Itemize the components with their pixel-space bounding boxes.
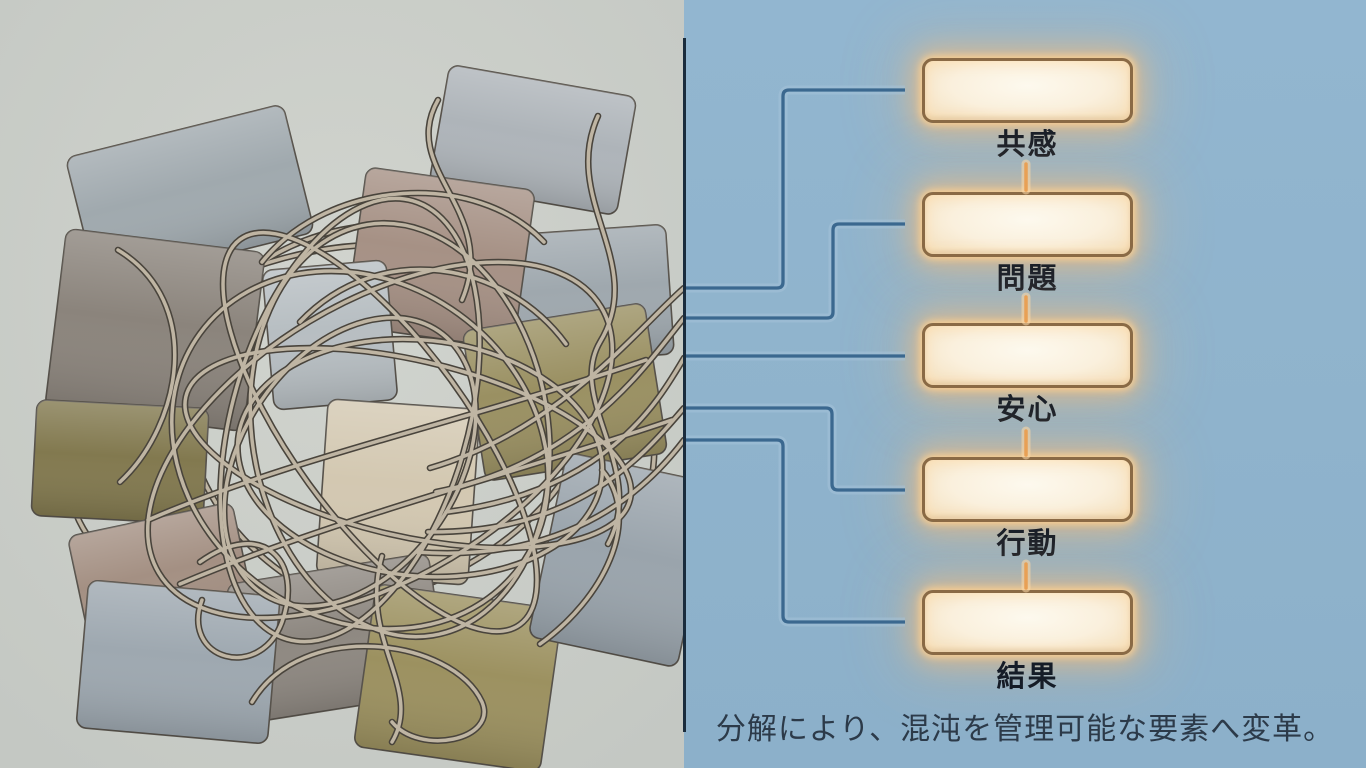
flow-diagram: 共感 問題 安心 行動 結果 分解により、混沌を管理可能な要素へ変革。	[684, 0, 1366, 768]
chaos-illustration-svg: .wo use{fill:none;stroke:#49443c;stroke-…	[0, 0, 684, 768]
flow-node-result	[922, 590, 1133, 655]
chaos-illustration: .wo use{fill:none;stroke:#49443c;stroke-…	[0, 0, 684, 768]
flow-node-action	[922, 457, 1133, 522]
flow-node-problem	[922, 192, 1133, 257]
flow-node-relief	[922, 323, 1133, 388]
divider-line	[683, 38, 686, 732]
flow-node-label-action: 行動	[996, 528, 1059, 560]
flow-node-empathy	[922, 58, 1133, 123]
flow-node-label-empathy: 共感	[996, 129, 1059, 161]
flow-node-label-result: 結果	[996, 661, 1059, 693]
scattered-cards	[30, 65, 684, 768]
flow-node-label-problem: 問題	[996, 263, 1059, 295]
flow-node-label-relief: 安心	[996, 394, 1059, 426]
caption: 分解により、混沌を管理可能な要素へ変革。	[715, 713, 1335, 746]
